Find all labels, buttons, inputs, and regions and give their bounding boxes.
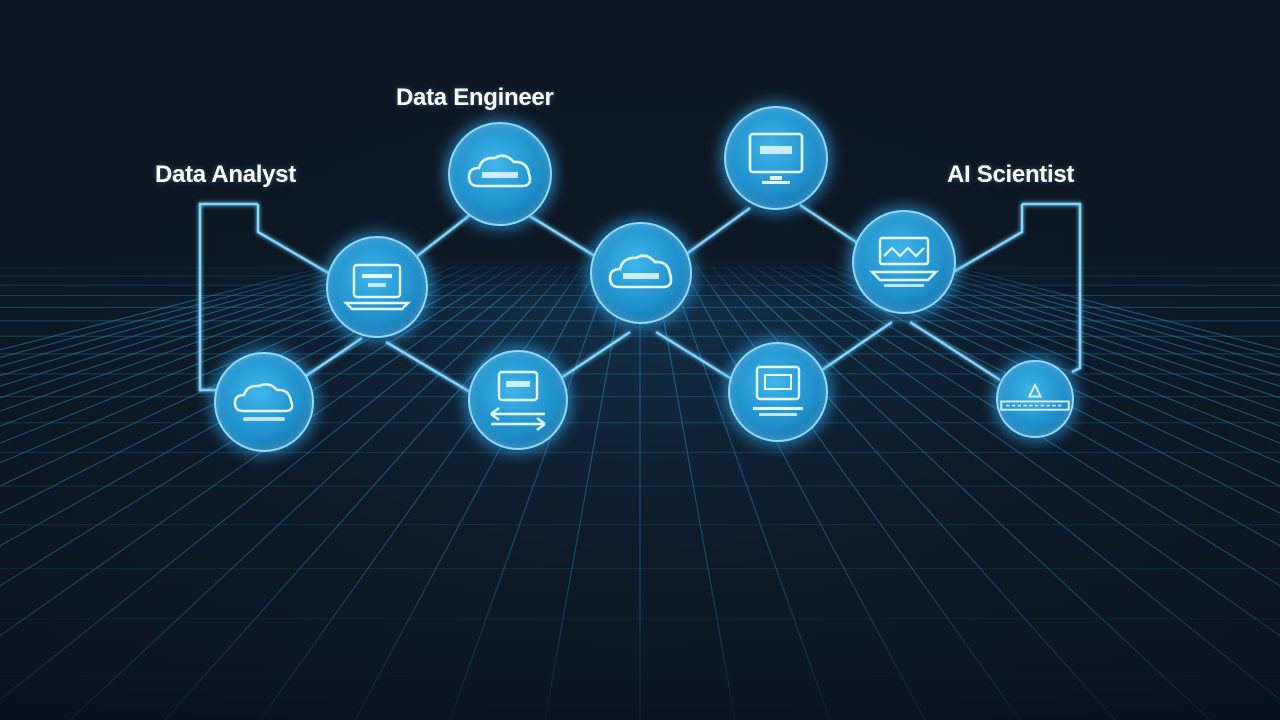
cloud-icon xyxy=(467,154,532,188)
node-analyst-cloud[interactable] xyxy=(214,352,314,452)
link-laptop-transfer xyxy=(385,340,471,394)
monitor-icon xyxy=(753,365,803,416)
link-center-lowermonitor xyxy=(655,330,731,380)
label-data-analyst: Data Analyst xyxy=(155,161,296,188)
platform-icon xyxy=(1000,382,1070,411)
monitor-transfer-icon xyxy=(490,370,546,431)
server-stack-icon xyxy=(869,236,939,287)
node-analyst-laptop[interactable] xyxy=(326,236,428,338)
scientist-bracket-link xyxy=(949,204,1024,276)
link-transfer-center xyxy=(557,330,631,382)
analyst-bracket xyxy=(198,202,258,392)
link-laptop-engineer xyxy=(411,214,471,261)
analyst-bracket-link xyxy=(256,204,331,276)
node-transfer-monitor[interactable] xyxy=(468,350,568,450)
link-laptop-analystcloud xyxy=(299,336,363,382)
link-engineer-center xyxy=(527,213,599,260)
label-ai-scientist: AI Scientist xyxy=(947,161,1075,188)
node-scientist-stack[interactable] xyxy=(852,210,956,314)
laptop-icon xyxy=(343,263,411,311)
node-scientist-platform[interactable] xyxy=(996,360,1074,438)
label-data-engineer: Data Engineer xyxy=(396,84,554,111)
node-lower-monitor[interactable] xyxy=(728,342,828,442)
link-topmonitor-stack xyxy=(799,203,866,250)
link-center-topmonitor xyxy=(684,206,751,257)
cloud-icon xyxy=(233,383,294,421)
cloud-icon xyxy=(608,254,673,289)
scientist-bracket xyxy=(1022,202,1082,374)
link-lowermonitor-stack xyxy=(821,320,893,372)
monitor-icon xyxy=(748,132,804,184)
node-center-cloud[interactable] xyxy=(590,222,692,324)
link-stack-platform xyxy=(909,320,1001,382)
node-top-monitor[interactable] xyxy=(724,106,828,210)
node-engineer-cloud[interactable] xyxy=(448,122,552,226)
